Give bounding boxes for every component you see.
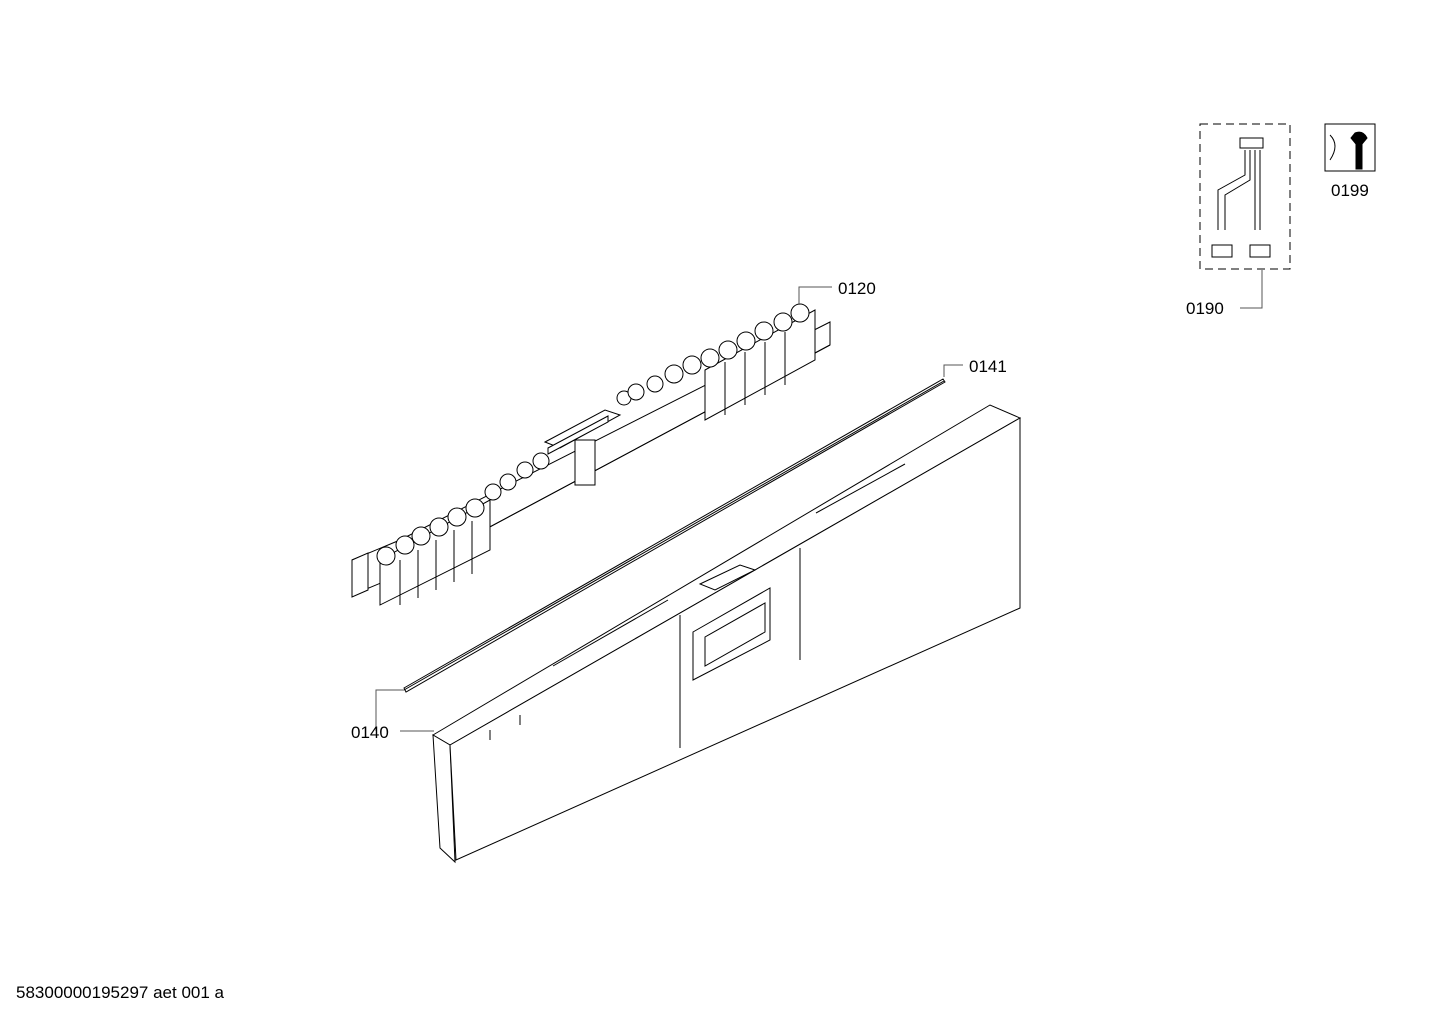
clip-row	[489, 715, 521, 740]
fascia-part[interactable]	[432, 404, 1022, 864]
cable-harness-part[interactable]	[1199, 123, 1291, 270]
leader-lines	[375, 270, 1263, 732]
callout-0140[interactable]: 0140	[351, 723, 389, 742]
drawing-code: 58300000195297 aet 001 a	[16, 983, 224, 1002]
fixing-kit-icon[interactable]	[1324, 123, 1376, 172]
seal-strip-part[interactable]	[403, 378, 946, 693]
callout-0120[interactable]: 0120	[838, 279, 876, 298]
callout-0141[interactable]: 0141	[969, 357, 1007, 376]
callout-0190[interactable]: 0190	[1186, 299, 1224, 318]
callout-0199[interactable]: 0199	[1331, 181, 1369, 200]
control-module-part[interactable]	[351, 303, 831, 606]
